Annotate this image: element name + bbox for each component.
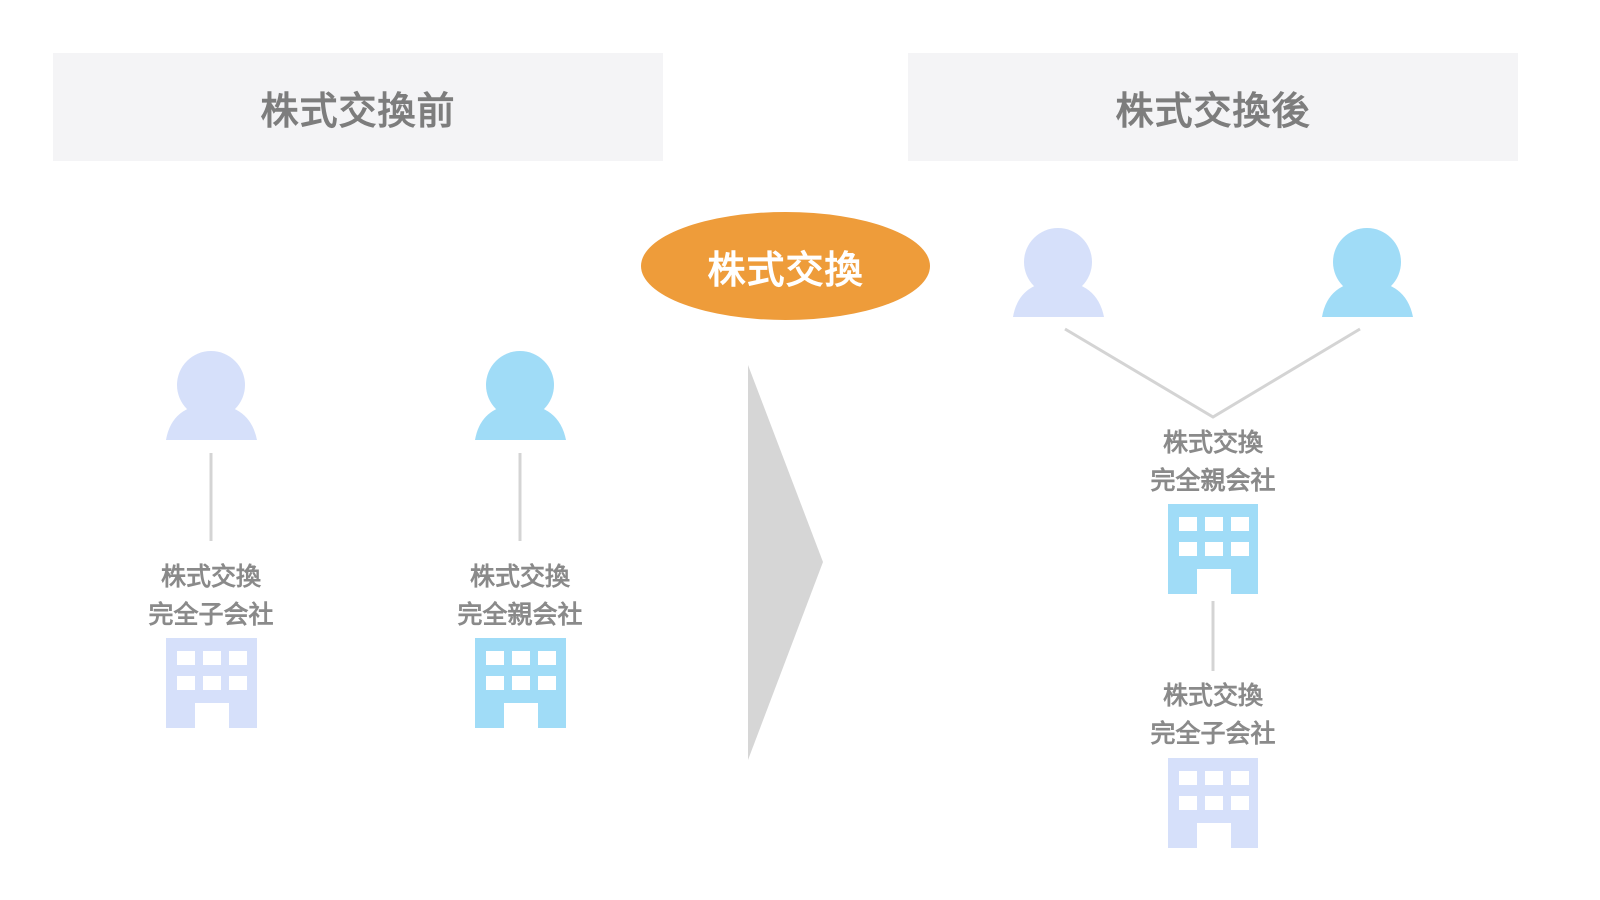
person-icon xyxy=(1322,228,1413,317)
label-line: 株式交換 xyxy=(1162,428,1263,457)
person-icon xyxy=(1013,228,1104,317)
header-before: 株式交換前 xyxy=(53,53,663,161)
building-icon xyxy=(1168,504,1258,594)
person-icon xyxy=(475,351,566,440)
label-line: 完全子会社 xyxy=(148,600,274,629)
label-line: 株式交換 xyxy=(469,562,570,591)
connector-line xyxy=(1064,327,1361,419)
label-line: 完全親会社 xyxy=(457,600,583,629)
label-before-parent: 株式交換 完全親会社 xyxy=(410,558,630,634)
person-icon xyxy=(166,351,257,440)
label-line: 株式交換 xyxy=(160,562,261,591)
label-before-subsidiary: 株式交換 完全子会社 xyxy=(101,558,321,634)
building-icon xyxy=(166,638,257,728)
label-line: 完全子会社 xyxy=(1150,719,1276,748)
label-line: 株式交換 xyxy=(1162,681,1263,710)
header-after: 株式交換後 xyxy=(908,53,1518,161)
arrow-right-icon xyxy=(748,365,823,760)
label-after-parent: 株式交換 完全親会社 xyxy=(1103,424,1323,500)
share-exchange-badge: 株式交換 xyxy=(641,212,930,320)
label-after-subsidiary: 株式交換 完全子会社 xyxy=(1103,677,1323,753)
label-line: 完全親会社 xyxy=(1150,466,1276,495)
building-icon xyxy=(475,638,566,728)
building-icon xyxy=(1168,758,1258,848)
